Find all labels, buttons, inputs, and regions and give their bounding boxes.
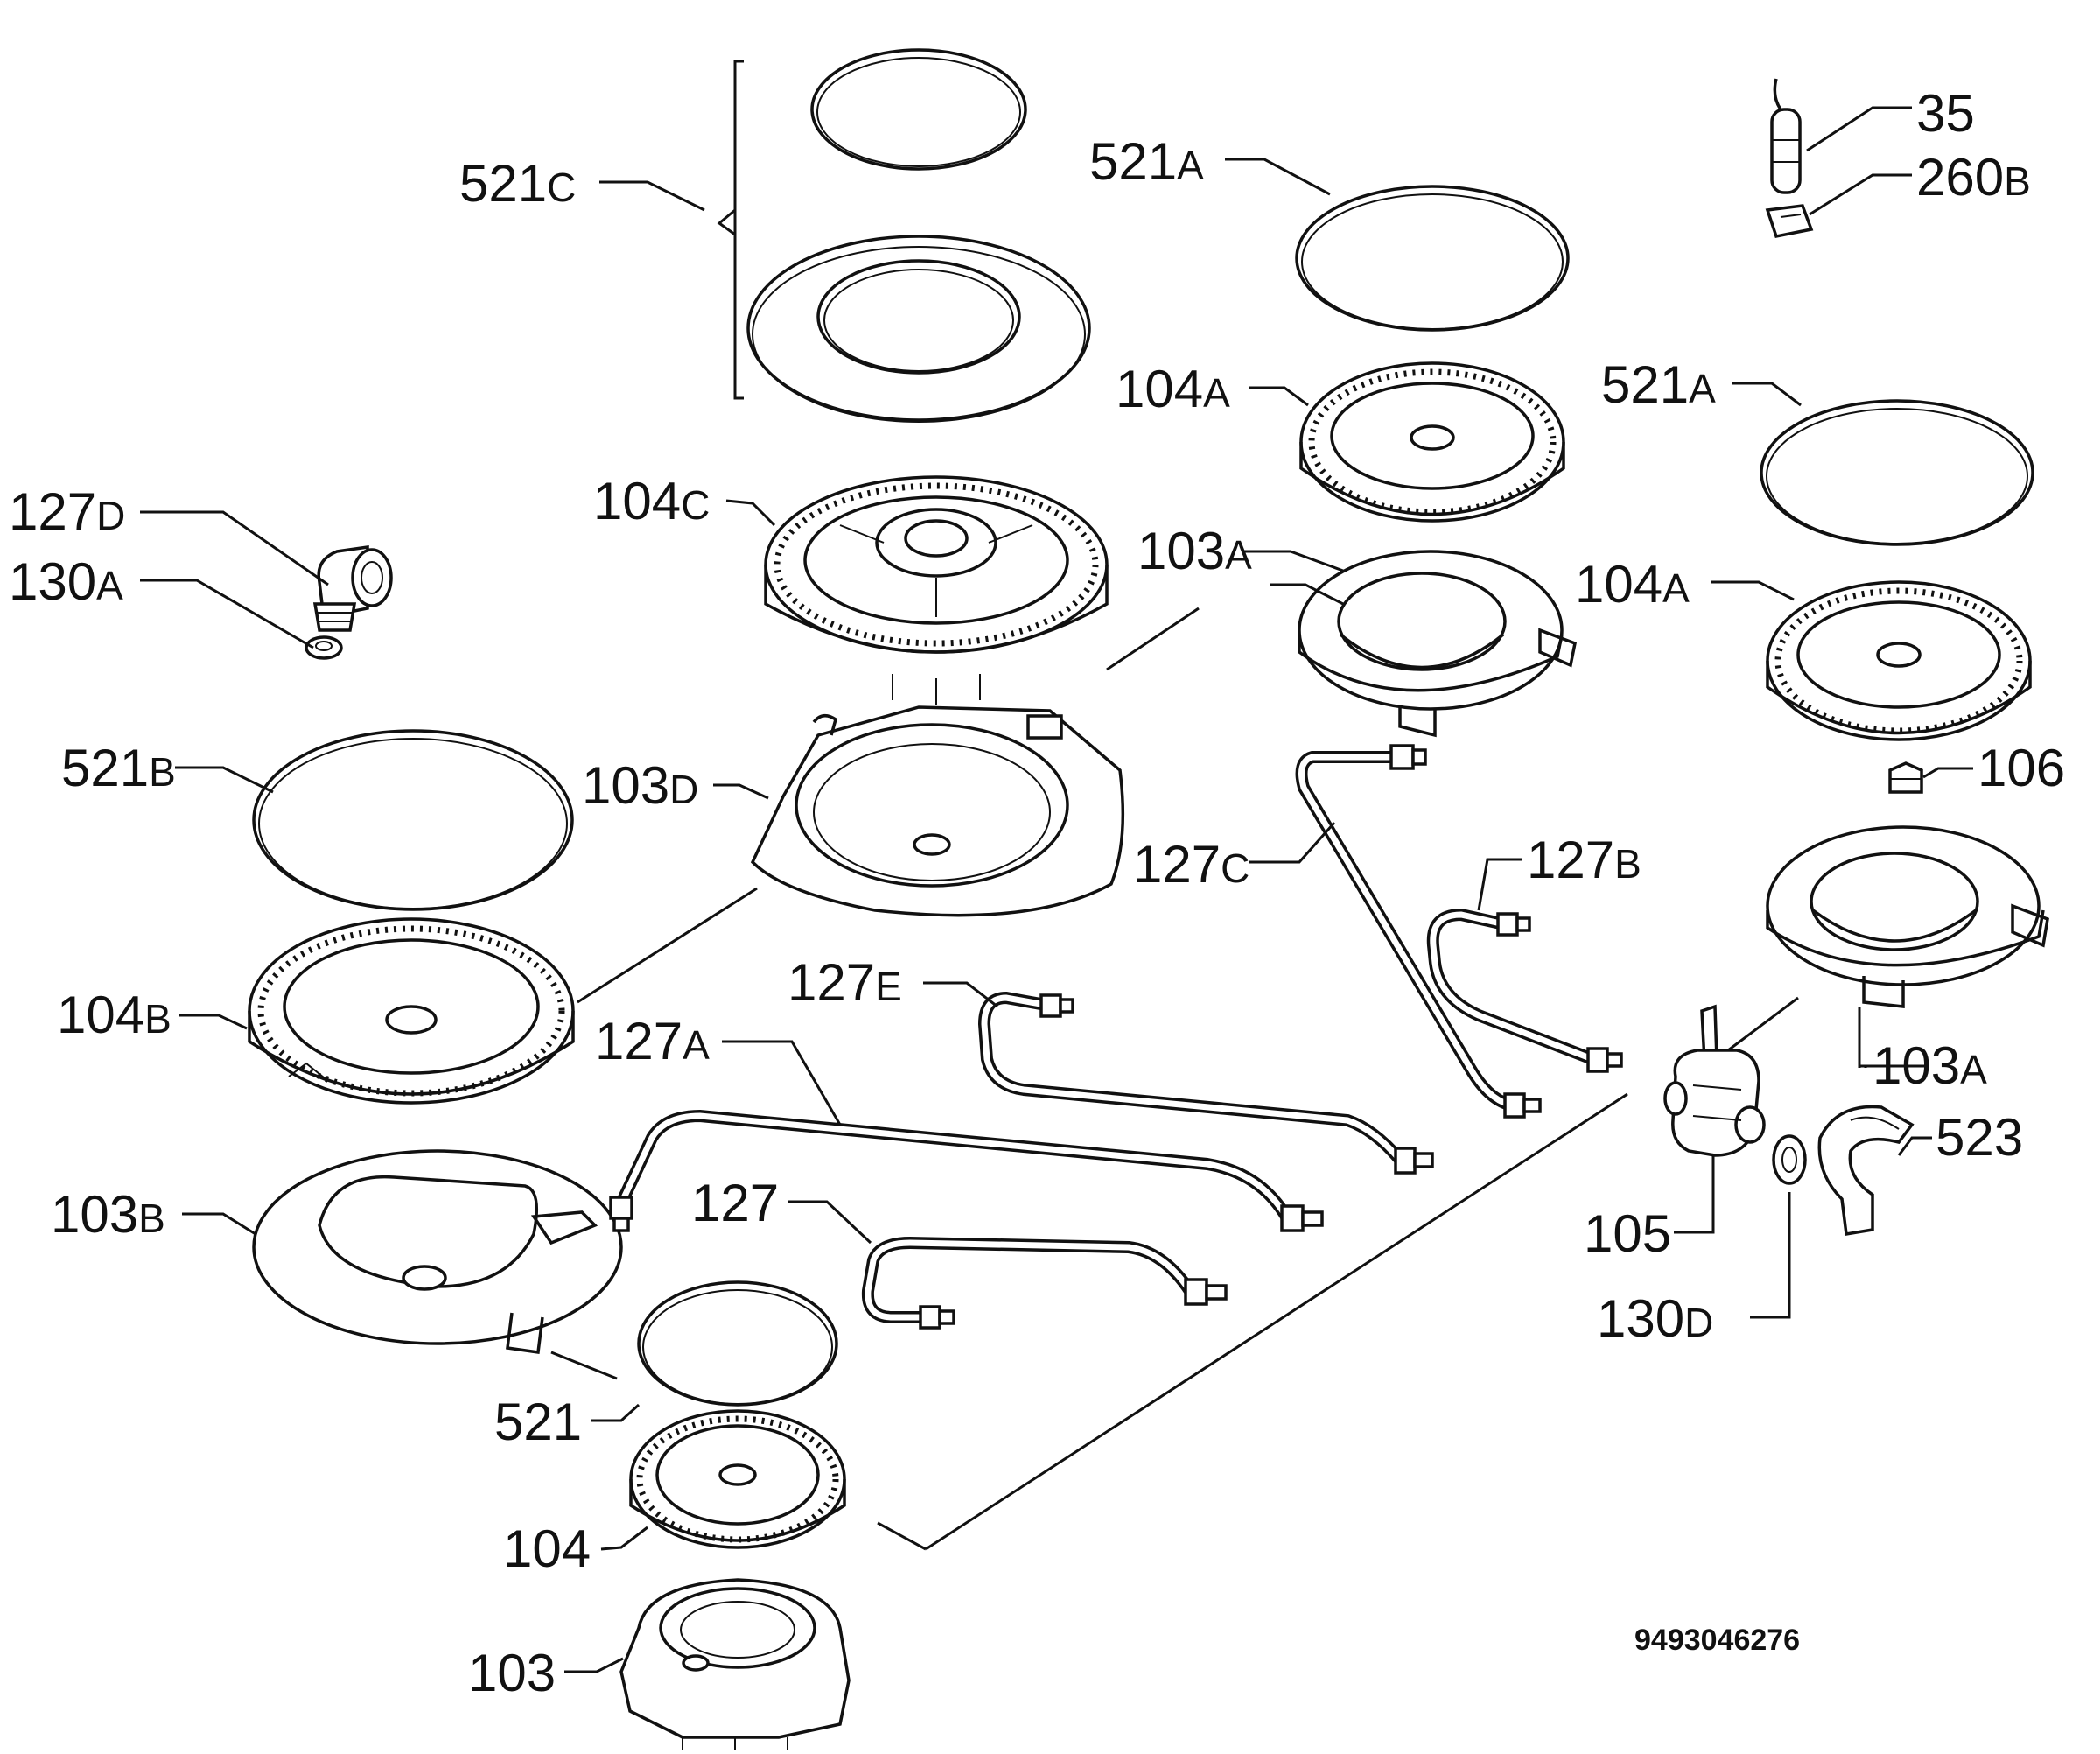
pipe-127a-drawing: [609, 1109, 1324, 1232]
label-127: 127: [691, 1174, 779, 1232]
label-521: 521: [494, 1393, 582, 1451]
part-521-drawing: [637, 1280, 838, 1407]
label-521a-upper: 521A: [1089, 132, 1204, 191]
label-521c: 521C: [459, 154, 576, 213]
part-521c-drawing: [717, 48, 1091, 423]
part-130a-drawing: [304, 635, 343, 660]
label-104: 104: [503, 1519, 591, 1578]
part-104a-upper-drawing: [1299, 361, 1565, 523]
part-521a-right-drawing: [1760, 399, 2034, 546]
part-104a-right-drawing: [1766, 580, 2032, 741]
frame-lines: [550, 607, 1799, 1551]
part-105-drawing: [1663, 1004, 1766, 1157]
pipe-127e-drawing: [977, 991, 1434, 1175]
leader-lines: [140, 106, 1973, 1673]
label-35: 35: [1916, 84, 1975, 143]
pipe-127-drawing: [861, 1236, 1228, 1330]
label-130d: 130D: [1597, 1289, 1713, 1348]
label-103b: 103B: [51, 1185, 165, 1244]
label-104b: 104B: [57, 986, 172, 1044]
part-104-drawing: [629, 1409, 846, 1549]
part-127d-drawing: [312, 544, 393, 632]
label-521a-right: 521A: [1601, 355, 1716, 414]
part-106-drawing: [1888, 761, 1923, 794]
label-103d: 103D: [582, 756, 698, 815]
part-35-drawing: [1770, 78, 1802, 194]
label-104a-right: 104A: [1575, 555, 1690, 614]
label-127c: 127C: [1133, 835, 1250, 894]
pipe-127b-drawing: [1426, 908, 1623, 1073]
label-103a-upper: 103A: [1138, 522, 1252, 580]
label-260b: 260B: [1916, 148, 2031, 207]
part-104b-drawing: [248, 917, 575, 1105]
label-127e: 127E: [788, 953, 902, 1012]
label-127d: 127D: [9, 482, 125, 541]
label-523: 523: [1936, 1108, 2023, 1167]
label-127a: 127A: [595, 1012, 710, 1070]
part-521b-drawing: [252, 729, 574, 911]
label-130a: 130A: [9, 552, 123, 611]
label-521b: 521B: [61, 739, 176, 797]
label-104a-upper: 104A: [1116, 360, 1230, 418]
part-103d-drawing: [750, 705, 1125, 917]
part-103b-drawing: [252, 1149, 623, 1354]
part-104c-drawing: [764, 475, 1109, 705]
label-103a-right: 103A: [1872, 1036, 1987, 1095]
part-103-drawing: [620, 1578, 850, 1750]
part-523-drawing: [1817, 1105, 1914, 1237]
label-104c: 104C: [593, 472, 710, 530]
label-103: 103: [468, 1644, 556, 1702]
label-106: 106: [1978, 739, 2065, 797]
label-105: 105: [1584, 1204, 1671, 1263]
part-103a-right-drawing: [1766, 825, 2049, 1008]
callout-labels: 521C 521A 35 260B 104A 521A 127D 130A 10…: [9, 84, 2065, 1702]
part-130d-drawing: [1772, 1134, 1807, 1185]
part-260b-drawing: [1765, 204, 1814, 239]
part-103a-upper-drawing: [1298, 550, 1578, 738]
document-number: 9493046276: [1634, 1624, 1800, 1657]
pipe-127c-drawing: [1295, 744, 1542, 1119]
label-127b: 127B: [1527, 831, 1642, 889]
part-521a-upper-drawing: [1295, 185, 1570, 332]
